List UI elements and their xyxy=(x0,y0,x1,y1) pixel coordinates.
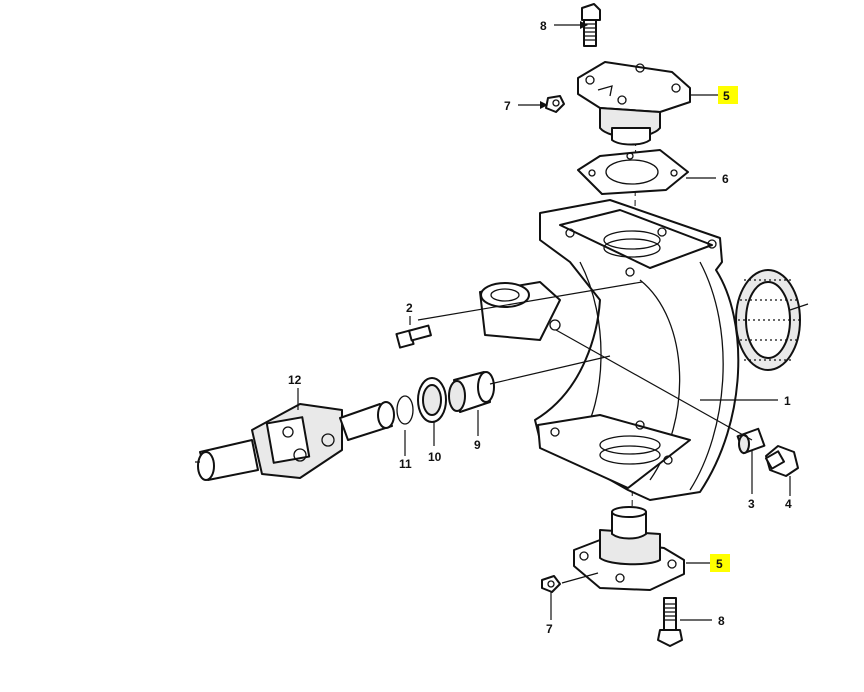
callout-7-bottom: 7 xyxy=(546,622,553,636)
callout-10: 10 xyxy=(428,450,442,464)
callout-6: 6 xyxy=(722,172,729,186)
callout-7-top: 7 xyxy=(504,99,511,113)
callout-5-top-highlight xyxy=(718,86,738,104)
top-cap xyxy=(577,61,691,146)
callout-labels: 8 7 5 6 2 1 12 11 10 9 3 4 5 7 8 xyxy=(288,19,792,636)
callout-5-top: 5 xyxy=(723,89,730,103)
callout-5-bottom: 5 xyxy=(716,557,723,571)
top-clip xyxy=(545,95,565,113)
plug xyxy=(764,445,799,477)
callout-8-top: 8 xyxy=(540,19,547,33)
callout-11: 11 xyxy=(399,457,412,471)
knuckle-housing xyxy=(479,199,801,501)
bottom-bolt xyxy=(657,597,683,647)
callout-3: 3 xyxy=(748,497,755,511)
callout-5-bottom-highlight xyxy=(710,554,730,572)
callout-4: 4 xyxy=(785,497,792,511)
top-bolt xyxy=(581,3,601,47)
callout-9: 9 xyxy=(474,438,481,452)
callout-2: 2 xyxy=(406,301,413,315)
bottom-cap xyxy=(573,506,685,591)
bottom-clip xyxy=(541,575,561,593)
bushing-9 xyxy=(448,371,495,413)
leader-lines xyxy=(195,21,809,621)
bushing-3 xyxy=(736,427,766,455)
seal xyxy=(417,377,447,423)
callout-1: 1 xyxy=(784,394,791,408)
grease-nipple xyxy=(395,324,432,349)
callout-12: 12 xyxy=(288,373,302,387)
retaining-ring xyxy=(396,395,414,425)
callout-8-bottom: 8 xyxy=(718,614,725,628)
gasket xyxy=(577,149,689,195)
drive-shaft xyxy=(197,401,395,481)
